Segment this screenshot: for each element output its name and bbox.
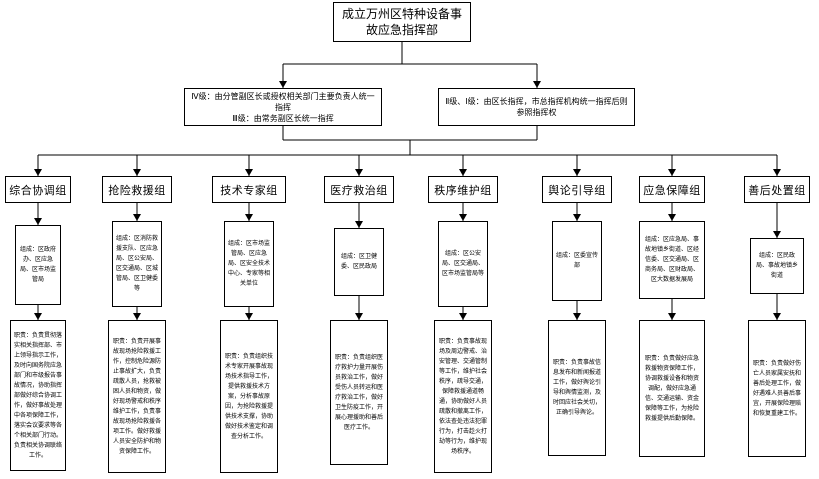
group-duties-text: 职责：负责事故现场及周边警戒、治安管理、交通管制等工作，维护社会秩序，疏导交通，… <box>438 337 487 455</box>
arrow-head <box>245 313 253 320</box>
group-members-text: 组成：区市场监管局、区应急局、区安全技术中心、专家等相关单位 <box>228 240 271 287</box>
group-box: 应急保障组 <box>639 176 705 203</box>
arrow-head <box>773 313 781 320</box>
group-duties-text: 职责：负责组织技术专家开展事故现场技术指导工作，提供救援技术方案，分析事故原因，… <box>224 352 273 440</box>
group-members-text: 组成：区民政局、事故地镇乡街道 <box>755 252 798 279</box>
group-members-text: 组成：区公安局、区交通局、区市场监管局等 <box>442 250 485 277</box>
arrow-head <box>355 313 363 320</box>
group-duties-box: 职责：负责贯彻落实相关指挥部、市上领导指示工作，及时向国务院应急部门和市级报告事… <box>10 320 66 471</box>
group-name: 医疗救治组 <box>330 183 388 197</box>
arrow-head <box>573 313 581 320</box>
arrow-head <box>355 221 363 228</box>
group-box: 医疗救治组 <box>324 176 394 203</box>
group-duties-box: 职责：负责组织医疗救护力量开展伤员救治工作，做好受伤人员转运和医疗救治工作，做好… <box>330 320 388 465</box>
root-command-box: 成立万州区特种设备事故应急指挥部 <box>333 2 471 42</box>
group-duties-text: 职责：负责事故信息发布和新闻报道工作，做好舆论引导和舆情监测，及时回应社会关切，… <box>552 359 601 416</box>
group-duties-text: 职责：负责做好应急救援物资保障工作，协调救援设备和物资调配，做好应急通信、交通运… <box>644 354 699 422</box>
arrow-head <box>133 313 141 320</box>
arrow-head <box>133 214 141 221</box>
group-members-box: 组成：区消防救援支队、区应急局、区公安局、区交通局、区城管局、区卫健委等 <box>112 221 162 307</box>
arrow-head <box>245 214 253 221</box>
arrow-head <box>459 214 467 221</box>
arrow-head <box>459 169 467 176</box>
group-name: 抢险救援组 <box>108 183 166 197</box>
arrow-head <box>573 169 581 176</box>
level-iii-text: Ⅲ级：由常务副区长统一指挥 <box>232 113 334 123</box>
group-box: 技术专家组 <box>212 176 286 203</box>
group-name: 善后处置组 <box>748 183 806 197</box>
group-duties-box: 职责：负责开展事故现场抢险救援工作，控制危险源防止事故扩大，负责疏散人员，抢救被… <box>108 320 166 473</box>
group-duties-box: 职责：负责事故现场及周边警戒、治安管理、交通管制等工作，维护社会秩序，疏导交通，… <box>434 320 492 473</box>
group-members-text: 组成：区卫健委、区民政局 <box>340 253 377 270</box>
arrow-head <box>133 169 141 176</box>
group-duties-box: 职责：负责做好伤亡人员家属安抚和善后处理工作，做好遇难人员善后事宜，开展保险理赔… <box>748 320 806 457</box>
group-duties-text: 职责：负责做好伤亡人员家属安抚和善后处理工作，做好遇难人员善后事宜，开展保险理赔… <box>752 359 801 417</box>
group-box: 舆论引导组 <box>542 176 612 203</box>
group-members-box: 组成：区委宣传部 <box>552 221 602 301</box>
group-name: 舆论引导组 <box>548 183 606 197</box>
arrow-head <box>773 169 781 176</box>
group-members-text: 组成：区消防救援支队、区应急局、区公安局、区交通局、区城管局、区卫健委等 <box>116 235 159 292</box>
group-members-box: 组成：区市场监管局、区应急局、区安全技术中心、专家等相关单位 <box>224 221 274 307</box>
group-box: 抢险救援组 <box>102 176 172 203</box>
group-members-box: 组成：区卫健委、区民政局 <box>334 228 384 296</box>
group-duties-box: 职责：负责组织技术专家开展事故现场技术指导工作，提供救援技术方案，分析事故原因，… <box>220 320 278 473</box>
level-ii-i-text: Ⅱ级、Ⅰ级：由区长指挥，市总指挥机构统一指挥后则参照指挥权 <box>445 97 628 117</box>
group-duties-text: 职责：负责贯彻落实相关指挥部、市上领导指示工作，及时向国务院应急部门和市级报告事… <box>14 331 63 459</box>
group-name: 应急保障组 <box>643 183 701 197</box>
group-box: 综合协调组 <box>5 176 71 203</box>
group-box: 善后处置组 <box>744 176 810 203</box>
group-name: 秩序维护组 <box>434 183 492 197</box>
arrow-head <box>355 169 363 176</box>
root-title: 成立万州区特种设备事故应急指挥部 <box>341 7 462 37</box>
group-name: 技术专家组 <box>220 183 278 197</box>
arrow-head <box>668 169 676 176</box>
arrow-head <box>34 169 42 176</box>
group-name: 综合协调组 <box>9 183 67 197</box>
group-members-box: 组成：区民政局、事故地镇乡街道 <box>750 238 804 294</box>
arrow-head <box>459 313 467 320</box>
group-duties-text: 职责：负责组织医疗救护力量开展伤员救治工作，做好受伤人员转运和医疗救治工作，做好… <box>334 353 383 431</box>
group-members-text: 组成：区委宣传部 <box>556 252 599 269</box>
group-members-box: 组成：区政府办、区应急局、区市场监管局 <box>15 225 61 305</box>
arrow-head <box>34 313 42 320</box>
arrow-head <box>279 81 287 88</box>
group-members-text: 组成：区应急局、事故地镇乡街道、区经信委、区交通局、区商务局、区财政局、区大数据… <box>644 236 699 283</box>
arrow-head <box>773 231 781 238</box>
arrow-head <box>34 218 42 225</box>
group-box: 秩序维护组 <box>428 176 498 203</box>
group-duties-box: 职责：负责事故信息发布和新闻报道工作，做好舆论引导和舆情监测，及时回应社会关切，… <box>548 320 606 456</box>
level-ii-i-box: Ⅱ级、Ⅰ级：由区长指挥，市总指挥机构统一指挥后则参照指挥权 <box>438 88 635 126</box>
level-iv-text: Ⅳ级：由分管副区长或授权相关部门主要负责人统一指挥 <box>191 91 375 112</box>
arrow-head <box>668 214 676 221</box>
level-iv-iii-box: Ⅳ级：由分管副区长或授权相关部门主要负责人统一指挥 Ⅲ级：由常务副区长统一指挥 <box>184 88 382 126</box>
arrow-head <box>668 313 676 320</box>
group-duties-text: 职责：负责开展事故现场抢险救援工作，控制危险源防止事故扩大，负责疏散人员，抢救被… <box>112 337 161 455</box>
group-duties-box: 职责：负责做好应急救援物资保障工作，协调救援设备和物资调配，做好应急通信、交通运… <box>639 320 705 457</box>
group-members-text: 组成：区政府办、区应急局、区市场监管局 <box>19 246 56 283</box>
arrow-head <box>573 214 581 221</box>
arrow-head <box>245 169 253 176</box>
arrow-head <box>533 81 541 88</box>
group-members-box: 组成：区应急局、事故地镇乡街道、区经信委、区交通局、区商务局、区财政局、区大数据… <box>639 221 705 299</box>
group-members-box: 组成：区公安局、区交通局、区市场监管局等 <box>438 221 488 307</box>
